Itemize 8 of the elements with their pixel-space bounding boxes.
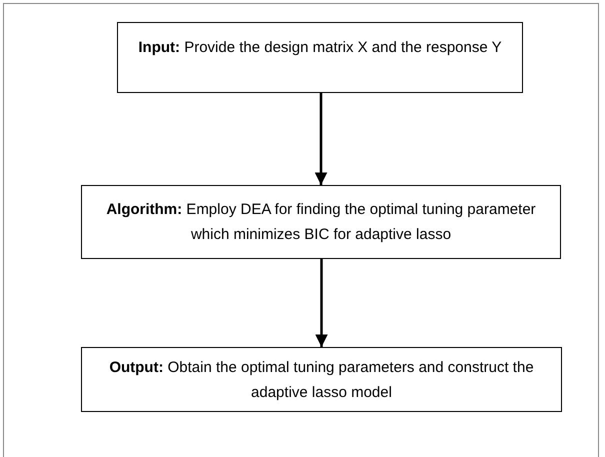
- arrow: [314, 93, 328, 185]
- process-box: [117, 22, 523, 93]
- box-text: Algorithm: Employ DEA for finding the optimal tuning parameter which minimizes BIC for adaptive lasso: [105, 200, 537, 245]
- box-text: Input: Provide the design matrix X and the response Y: [138, 38, 502, 58]
- process-box: [81, 185, 561, 259]
- process-box: [81, 347, 562, 412]
- box-text: Output: Obtain the optimal tuning parameters and construct the adaptive lasso model: [108, 358, 535, 402]
- arrow: [315, 259, 328, 347]
